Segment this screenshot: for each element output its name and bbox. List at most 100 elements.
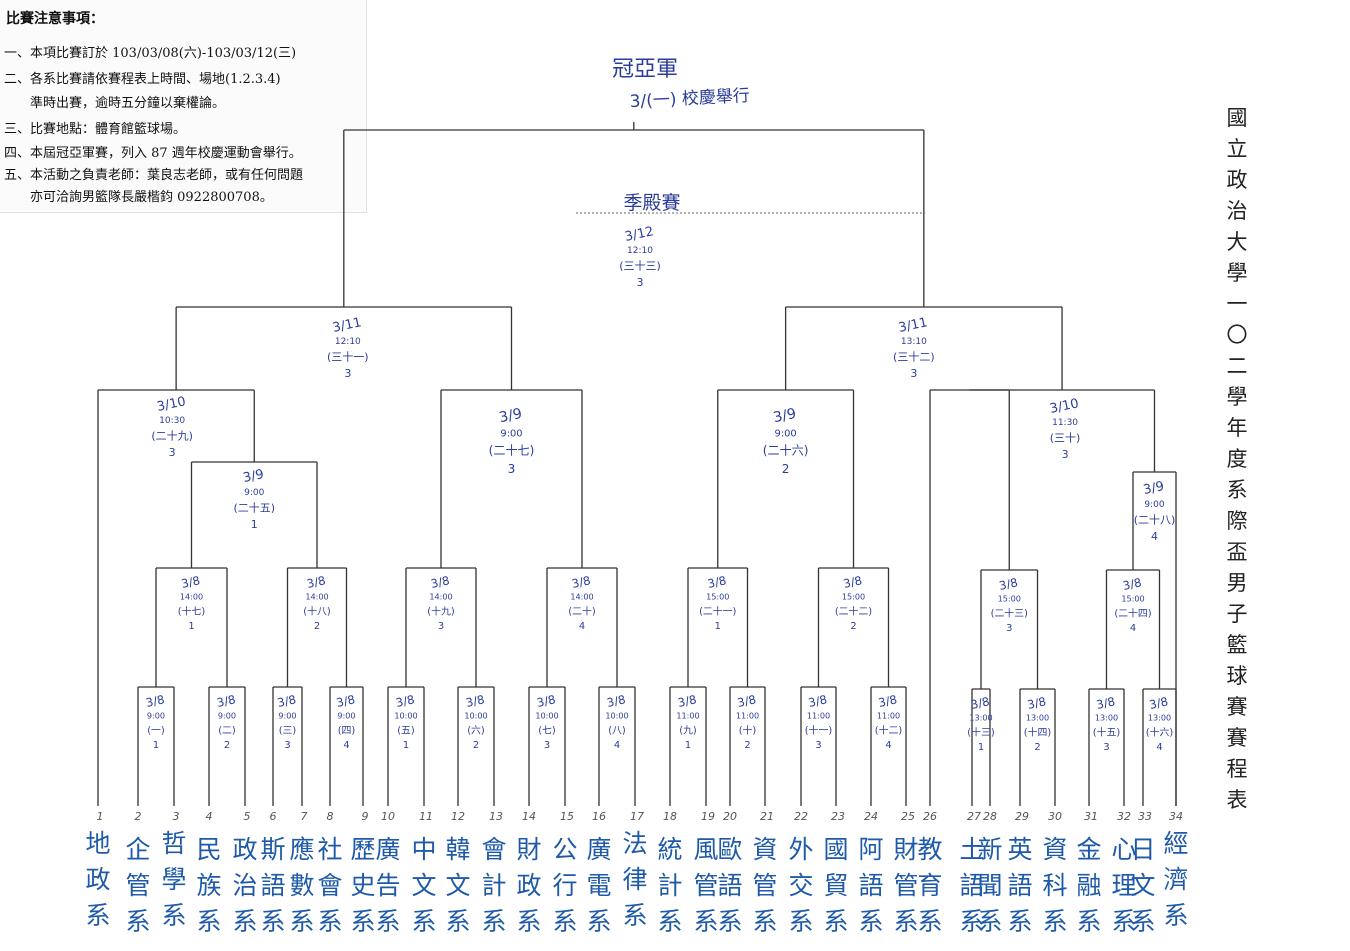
match-court: 2 [314, 621, 320, 632]
notes-panel: 比賽注意事項： 一、本項比賽訂於 103/03/08(六)-103/03/12(… [0, 0, 367, 213]
seed-number: 6 [270, 810, 277, 823]
match-number: (十一) [805, 723, 832, 736]
match-date: 3/8 [216, 692, 237, 710]
department-label: 心理系 [1111, 835, 1137, 936]
match-number: (十二) [875, 723, 902, 736]
match-court: 1 [403, 740, 409, 751]
match-time: 9:00 [147, 711, 165, 721]
match-time: 14:00 [429, 592, 452, 602]
seed-number: 24 [864, 810, 878, 823]
match-time: 14:00 [570, 592, 593, 602]
seed-number: 8 [327, 810, 334, 823]
match-date: 3/12 [623, 224, 655, 245]
match-date: 3/8 [807, 692, 828, 710]
match-number: (三十二) [893, 350, 935, 364]
department-label: 企管系 [125, 835, 151, 936]
match-date: 3/8 [706, 573, 727, 591]
seed-number: 26 [923, 810, 937, 823]
match-date: 3/8 [1095, 694, 1116, 712]
department-label: 阿語系 [858, 835, 884, 936]
seed-number: 30 [1048, 810, 1062, 823]
seed-number: 33 [1138, 810, 1152, 823]
seed-number: 31 [1084, 810, 1098, 823]
match-number: (三) [279, 725, 297, 736]
match-number: (十) [739, 723, 757, 736]
match-time: 15:00 [1121, 594, 1144, 604]
note-line: 五、本活動之負責老師：葉良志老師，或有任何問題 [4, 168, 304, 183]
match-date: 3/8 [606, 692, 627, 710]
department-label: 政治系 [232, 835, 258, 936]
match-time: 13:00 [969, 713, 992, 723]
match-date: 3/8 [306, 573, 327, 591]
match-time: 11:00 [676, 711, 699, 721]
seed-number: 14 [522, 810, 536, 823]
match-court: 2 [744, 740, 750, 751]
match-court: 2 [850, 621, 856, 632]
department-label: 國貿系 [823, 835, 849, 936]
match-time: 9:00 [1144, 500, 1164, 510]
match-number: (十四) [1024, 725, 1051, 738]
match-court: 4 [1156, 742, 1162, 753]
match-time: 13:10 [901, 337, 927, 347]
match-date: 3/8 [430, 573, 451, 591]
match-date: 3/8 [970, 694, 991, 712]
note-line: 三、比賽地點：體育館籃球場。 [4, 122, 187, 137]
match-time: 11:00 [877, 711, 900, 721]
match-date: 3/9 [498, 406, 524, 426]
seed-number: 15 [560, 810, 574, 823]
match-number: (十六) [1146, 725, 1173, 738]
match-time: 15:00 [842, 592, 865, 602]
match-court: 3 [508, 462, 516, 476]
seed-number: 29 [1015, 810, 1029, 823]
match-date: 3/8 [1026, 694, 1047, 712]
match-date: 3/8 [276, 692, 297, 710]
match-number: (十八) [303, 604, 330, 617]
seed-number: 11 [419, 810, 433, 823]
match-time: 12:10 [627, 246, 653, 256]
page-title: 國立政治大學一〇二學年度系際盃男子籃球賽賽程表 [1226, 106, 1248, 812]
seed-number: 12 [451, 810, 465, 823]
match-time: 13:00 [1026, 713, 1049, 723]
match-court: 4 [885, 740, 891, 751]
department-label: 地政系 [85, 829, 111, 930]
match-court: 4 [614, 740, 620, 751]
department-label: 新聞系 [977, 835, 1003, 936]
department-label: 應數系 [289, 835, 315, 936]
seed-number: 20 [723, 810, 737, 823]
match-date: 3/11 [331, 315, 363, 336]
department-label: 教育系 [917, 835, 943, 936]
match-time: 15:00 [998, 594, 1021, 604]
match-number: (一) [147, 725, 165, 736]
department-label: 英語系 [1007, 835, 1033, 936]
seed-number: 19 [701, 810, 715, 823]
match-date: 3/8 [736, 692, 757, 710]
match-number: (二十六) [763, 444, 809, 458]
match-time: 13:00 [1095, 713, 1118, 723]
match-date: 3/11 [897, 315, 929, 336]
match-date: 3/8 [677, 692, 698, 710]
seed-number: 22 [794, 810, 808, 823]
match-number: (二十八) [1134, 513, 1176, 527]
match-time: 9:00 [500, 429, 522, 440]
match-time: 15:00 [706, 592, 729, 602]
match-number: (二) [218, 725, 236, 736]
match-date: 3/9 [772, 406, 798, 426]
department-label: 資管系 [752, 835, 778, 936]
department-label: 廣電系 [586, 835, 612, 936]
match-number: (二十) [568, 604, 595, 617]
match-time: 13:00 [1148, 713, 1171, 723]
department-label: 財政系 [516, 835, 542, 936]
match-court: 1 [685, 740, 691, 751]
match-number: (三十三) [619, 259, 661, 273]
match-court: 3 [344, 367, 351, 380]
department-label: 金融系 [1076, 835, 1102, 936]
match-court: 1 [188, 621, 194, 632]
department-label: 風管系 [693, 835, 719, 936]
match-number: (七) [538, 724, 556, 736]
department-label: 歐語系 [717, 835, 743, 936]
match-date: 3/8 [180, 573, 201, 591]
match-court: 3 [438, 621, 444, 632]
seed-number: 27 [967, 810, 981, 823]
match-time: 11:30 [1052, 418, 1078, 428]
seed-number: 18 [663, 810, 677, 823]
